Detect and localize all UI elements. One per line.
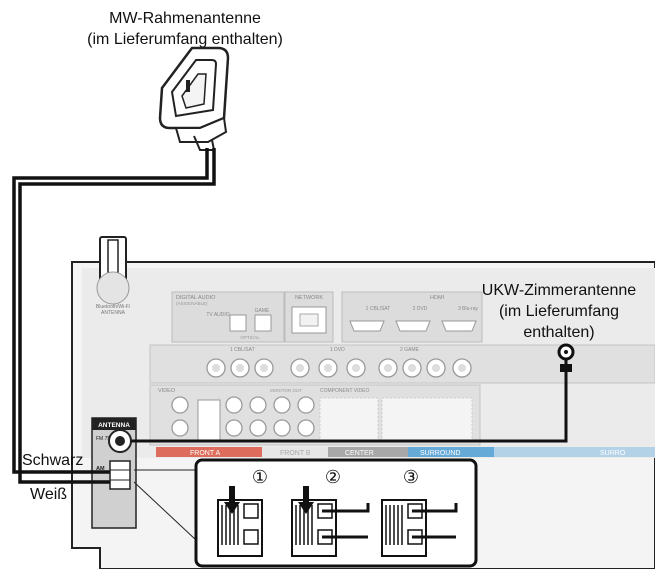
hdmi-label: HDMI (430, 295, 445, 301)
bluetooth-wifi-antenna: Bluetooth/Wi-Fi ANTENNA (96, 236, 130, 316)
game-component-label: 2 GAME (400, 347, 420, 353)
assignable-label: (ASSIGNABLE) (176, 301, 208, 306)
step-1-number: ① (252, 467, 268, 487)
mw-antenna-title: MW-Rahmenantenne (im Lieferumfang enthal… (60, 8, 310, 50)
step-3-clip (381, 499, 458, 557)
surround-back-label: SURRO (600, 450, 626, 457)
video-section: VIDEO COMPONENT VIDEO MONITOR OUT (149, 384, 481, 446)
optical-label: OPTICAL (240, 335, 260, 340)
surround-label: SURROUND (420, 450, 460, 457)
mw-antenna-cable (12, 148, 216, 484)
front-a-label: FRONT A (190, 450, 221, 457)
dvd-component-label: 1 DVD (330, 347, 345, 353)
antenna-label: ANTENNA (98, 422, 130, 429)
monitor-out-label: MONITOR OUT (270, 388, 302, 393)
white-wire-label: Weiß (30, 486, 68, 503)
mw-loop-antenna (158, 46, 230, 151)
step-3-number: ③ (403, 467, 419, 487)
am-antenna-terminal (109, 460, 131, 490)
hdmi-1-label: 1 CBL/SAT (366, 306, 391, 312)
digital-audio-section: DIGITAL AUDIO (ASSIGNABLE) TV AUDIO GAME… (171, 291, 285, 343)
cbl-sat-component-label: 1 CBL/SAT (230, 347, 255, 353)
digital-audio-label: DIGITAL AUDIO (176, 295, 216, 301)
front-b-label: FRONT B (280, 450, 311, 457)
ukw-antenna-title: UKW-Zimmerantenne (im Lieferumfang entha… (466, 280, 652, 343)
connection-steps-inset: ① ② ③ (133, 458, 478, 568)
fm-antenna-cable (131, 343, 575, 443)
am-label: AM (96, 466, 105, 472)
tv-audio-label: TV AUDIO (206, 312, 229, 318)
game-optical-label: GAME (255, 308, 270, 314)
black-wire-label: Schwarz (22, 452, 84, 469)
ukw-antenna-title-line-3: enthalten) (523, 324, 595, 341)
step-2-number: ② (325, 467, 341, 487)
component-video-section: 1 CBL/SAT 1 DVD 2 GAME (149, 344, 655, 384)
hdmi-section: HDMI 1 CBL/SAT 2 DVD 3 Blu-ray (341, 291, 483, 343)
center-label: CENTER (345, 450, 374, 457)
mw-antenna-title-line-1: MW-Rahmenantenne (109, 10, 261, 27)
step-1-clip (217, 486, 263, 557)
video-label: VIDEO (158, 388, 176, 394)
network-port: NETWORK (284, 291, 334, 343)
fm-label: FM 75Ω (96, 436, 114, 442)
bt-label-1: Bluetooth/Wi-Fi (96, 304, 130, 310)
ukw-antenna-title-line-2: (im Lieferumfang (498, 303, 620, 320)
component-video-label: COMPONENT VIDEO (320, 388, 369, 394)
mw-antenna-title-line-2: (im Lieferumfang enthalten) (87, 31, 283, 48)
bt-label-2: ANTENNA (101, 310, 126, 316)
step-2-clip (291, 486, 370, 557)
network-label: NETWORK (295, 295, 323, 301)
ukw-antenna-title-line-1: UKW-Zimmerantenne (481, 282, 637, 299)
hdmi-3-label: 3 Blu-ray (458, 306, 479, 312)
hdmi-2-label: 2 DVD (413, 306, 428, 312)
speaker-label-strip: FRONT A FRONT B CENTER SURROUND SURRO (156, 447, 655, 457)
